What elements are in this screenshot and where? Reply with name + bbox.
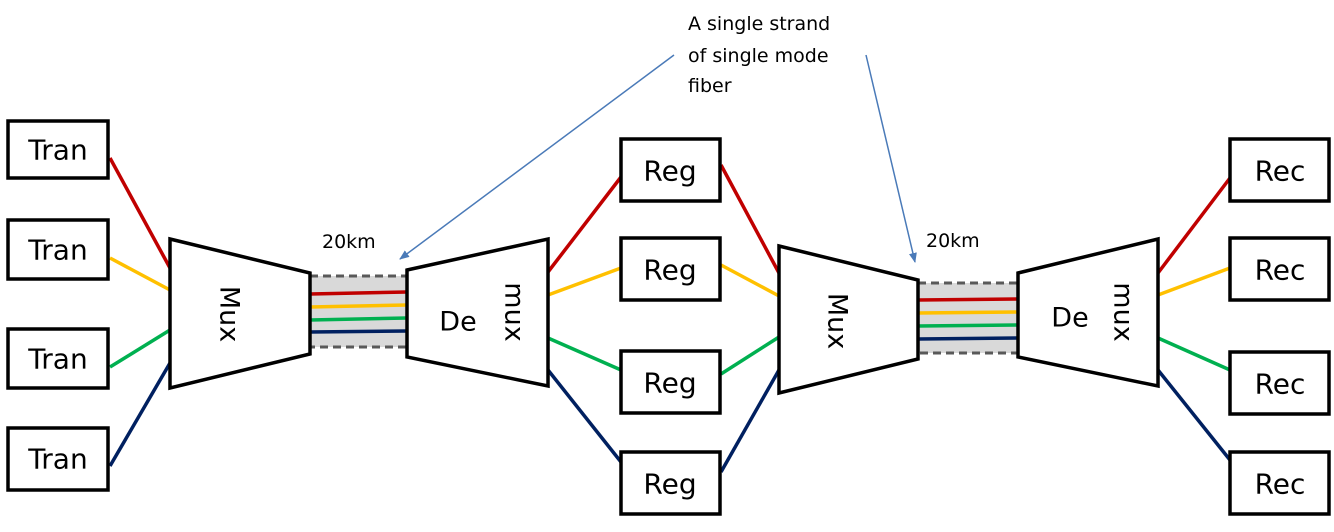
annotation-line: fiber [688,75,732,97]
wire-green [720,335,780,376]
regenerator-box: Reg [619,236,722,302]
regenerator-box: Reg [619,450,722,516]
receiver-box: Rec [1228,350,1331,416]
transmitter-box: Tran [6,218,110,281]
wire-red [719,164,781,274]
demux-rec-wires [1156,176,1232,462]
receivers: Rec Rec Rec Rec [1228,137,1331,516]
wire-red [546,175,623,274]
wire-yellow [720,263,780,298]
mux-shape [777,243,920,396]
mux-1: Mux [168,236,312,391]
transmitter-label: Tran [27,134,87,167]
transmitter-label: Tran [27,443,87,476]
regenerator-label: Reg [643,468,696,501]
regenerator-label: Reg [643,155,696,188]
transmitter-box: Tran [6,119,110,180]
wire-navy [546,368,623,464]
wire-red [108,157,172,269]
mux-label: Mux [214,286,245,342]
receiver-label: Rec [1255,468,1306,501]
wire-navy [108,362,172,467]
demux-2: De mux [1016,236,1160,389]
fiber-green [309,316,408,322]
wire-green [109,328,171,369]
distance-label: 20km [926,230,980,252]
demux-label-bottom: mux [1108,282,1139,341]
annotation: A single strand of single mode fiber [399,13,917,263]
transmitter-box: Tran [6,426,110,492]
demux-label-bottom: mux [499,282,530,341]
wire-yellow [1157,266,1231,297]
regenerators: Reg Reg Reg Reg [619,137,722,516]
fiber-strand [916,281,1020,355]
demux-label-top: De [1051,303,1088,334]
fiber-strand [308,274,409,349]
annotation-arrow [399,54,675,260]
annotation-arrow [865,54,917,263]
tran-mux-wires [108,157,172,467]
wire-navy [719,369,781,473]
regenerator-box: Reg [619,349,722,415]
wire-yellow [547,266,622,297]
mux-2: Mux [777,243,920,396]
fiber-link-2 [916,281,1020,355]
fiber-link-1 [308,274,409,349]
transmitter-box: Tran [6,327,110,390]
distance-label: 20km [322,231,376,253]
receiver-box: Rec [1228,137,1331,203]
wire-navy [1156,368,1232,462]
receiver-box: Rec [1228,450,1331,516]
reg-mux-wires [719,164,781,473]
regenerator-label: Reg [643,367,696,400]
wire-green [547,336,622,372]
demux-shape [405,236,550,389]
fiber-yellow [917,310,1019,315]
transmitter-label: Tran [27,234,87,267]
transmitter-label: Tran [27,343,87,376]
fiber-red [309,290,408,296]
wire-green [1157,336,1231,372]
mux-label: Mux [822,293,853,349]
annotation-line: A single strand [688,13,830,35]
fiber-navy [917,336,1019,341]
fiber-green [917,323,1019,328]
wire-yellow [109,256,171,292]
fiber-navy [309,329,408,334]
demux-reg-wires [546,175,623,464]
wire-red [1156,176,1232,275]
fiber-red [917,297,1019,302]
demux-shape [1016,236,1160,389]
regenerator-box: Reg [619,137,722,203]
regenerator-label: Reg [643,254,696,287]
demux-label-top: De [439,307,476,338]
transmitters: Tran Tran Tran Tran [6,119,110,492]
fiber-yellow [309,303,408,309]
demux-1: De mux [405,236,550,389]
receiver-box: Rec [1228,236,1331,302]
receiver-label: Rec [1255,254,1306,287]
receiver-label: Rec [1255,155,1306,188]
annotation-line: of single mode [688,45,829,67]
receiver-label: Rec [1255,368,1306,401]
mux-shape [168,236,312,391]
